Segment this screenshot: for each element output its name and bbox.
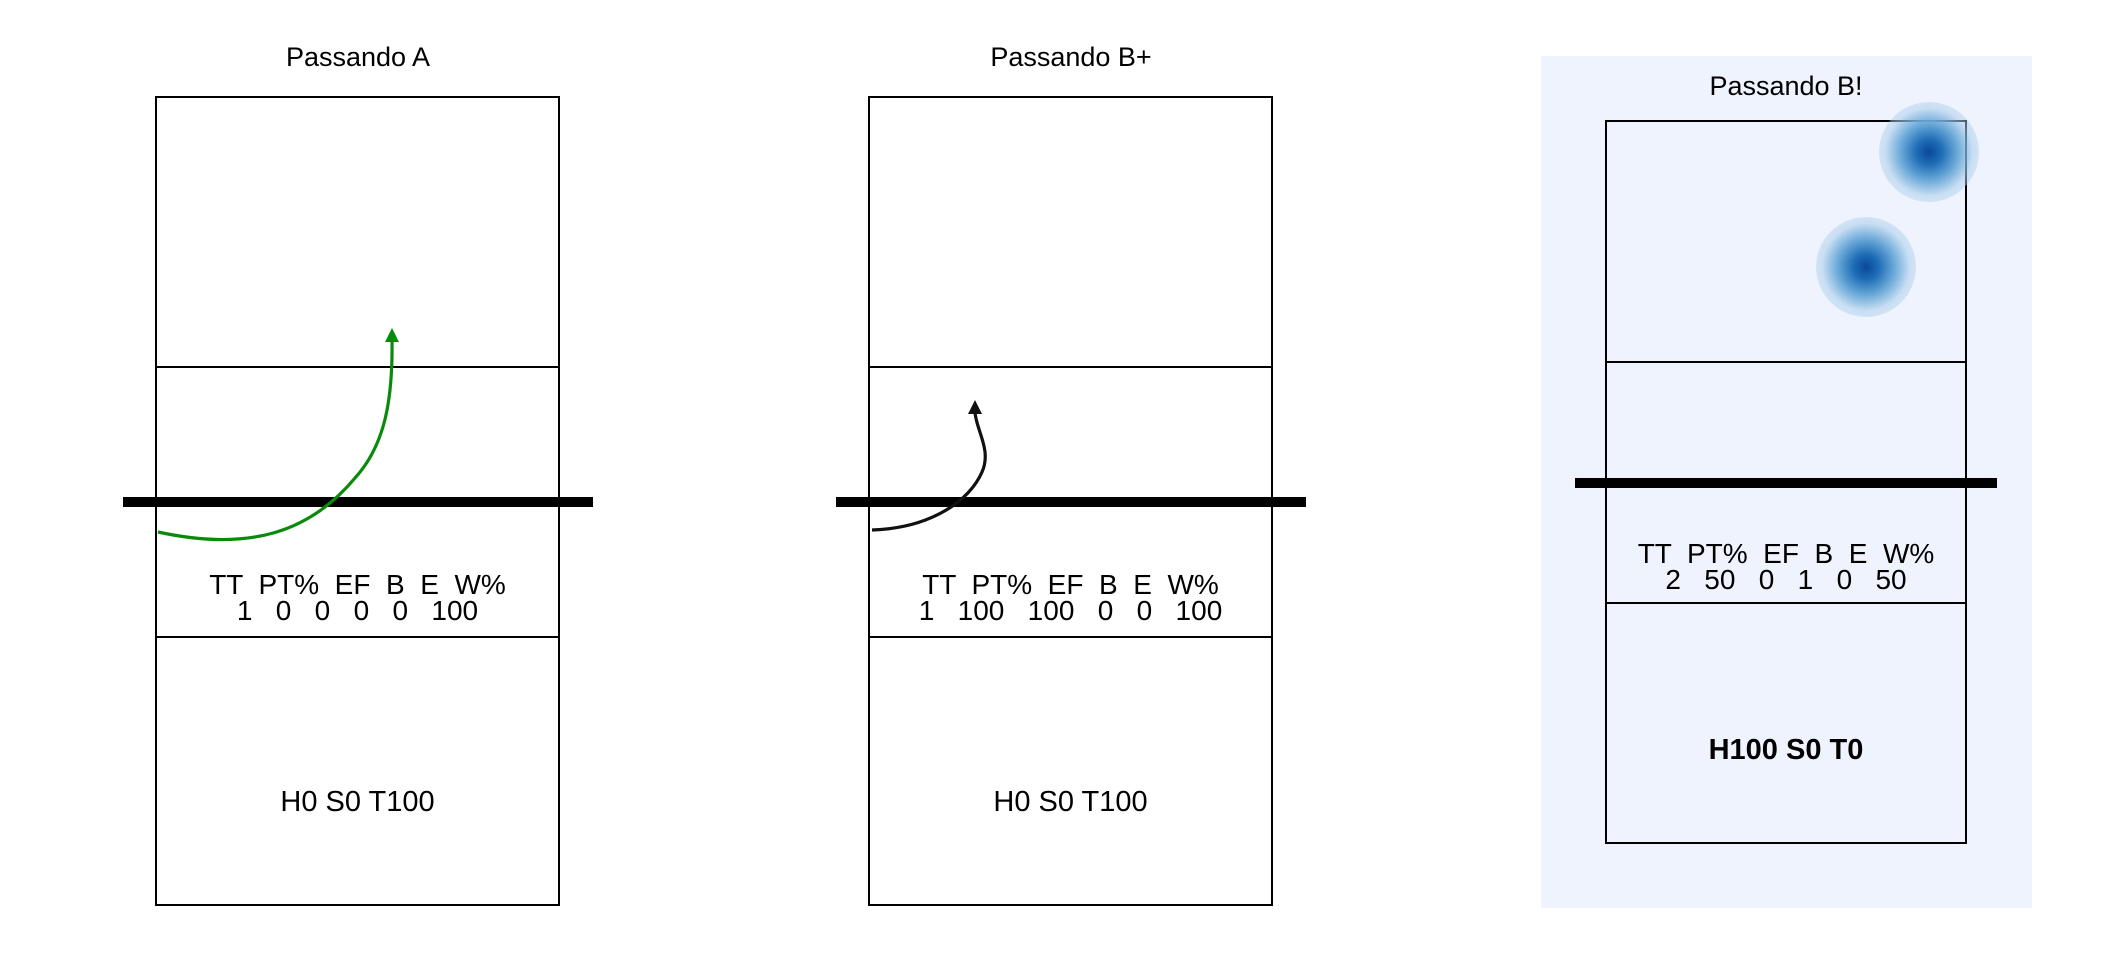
net xyxy=(123,497,593,507)
panel-passando-b-plus: Passando B+ TT PT% EF B E W% 1 100 100 0… xyxy=(700,0,1400,960)
curved-arrow-icon xyxy=(871,400,987,532)
heat-spot-icon xyxy=(1879,102,1979,202)
stats-values: 2 50 0 1 0 50 xyxy=(1665,564,1907,595)
curved-arrow-icon xyxy=(157,328,399,542)
stats-values: 1 100 100 0 0 100 xyxy=(918,595,1223,626)
attack-line-bottom xyxy=(155,636,560,638)
footer-text: H0 S0 T100 xyxy=(993,786,1148,818)
panel-title: Passando A xyxy=(285,42,431,72)
stats-header: TT PT% EF B E W% xyxy=(922,569,1219,600)
panel-title: Passando B+ xyxy=(990,42,1152,72)
net xyxy=(836,497,1306,507)
attack-line-top xyxy=(155,366,560,368)
footer-text: H0 S0 T100 xyxy=(280,786,435,818)
attack-line-top xyxy=(868,366,1273,368)
panel-title: Passando B! xyxy=(1709,71,1863,101)
stats-values: 1 0 0 0 0 100 xyxy=(236,595,479,626)
attack-line-top xyxy=(1605,361,1967,363)
stats-header: TT PT% EF B E W% xyxy=(1637,538,1935,569)
footer-text: H100 S0 T0 xyxy=(1708,734,1864,766)
net xyxy=(1575,478,1997,488)
panel-passando-b-excl: Passando B! TT PT% EF B E W% 2 50 0 1 0 … xyxy=(1400,0,2112,960)
stats-header: TT PT% EF B E W% xyxy=(209,569,506,600)
attack-line-bottom xyxy=(868,636,1273,638)
panel-passando-a: Passando A TT PT% EF B E W% 1 0 0 0 0 10… xyxy=(0,0,700,960)
attack-line-bottom xyxy=(1605,602,1967,604)
heat-spot-icon xyxy=(1816,217,1916,317)
